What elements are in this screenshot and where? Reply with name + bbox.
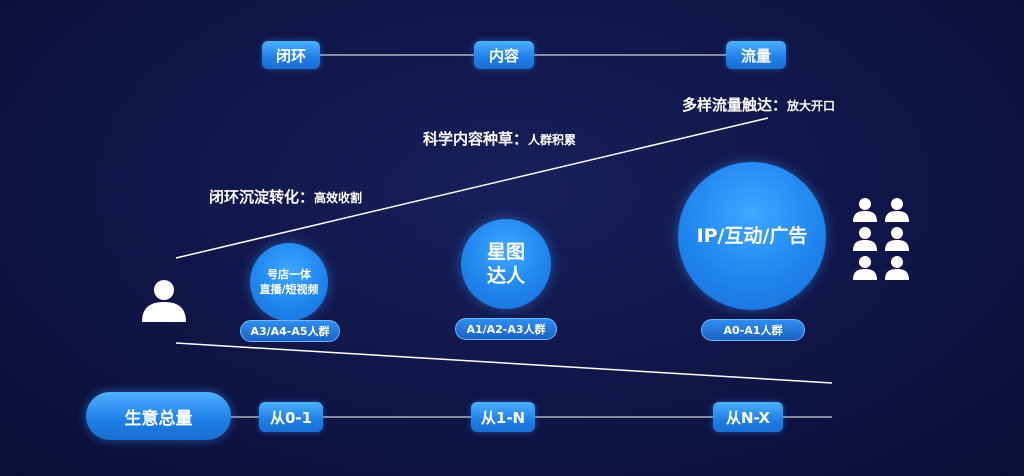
circle-xingtu-kol: 星图 达人 xyxy=(461,219,551,309)
audience-tag-a1: A1/A2-A3人群 xyxy=(455,318,557,340)
stage-title: 科学内容种草： xyxy=(423,130,529,148)
circle-store-live: 号店一体 直播/短视频 xyxy=(250,243,328,321)
stage-label-conversion: 闭环沉淀转化：高效收割 xyxy=(209,186,362,207)
stage-label-seeding: 科学内容种草：人群积累 xyxy=(423,128,576,149)
stage-title: 闭环沉淀转化： xyxy=(209,188,315,206)
step-1-to-n: 从1-N xyxy=(471,402,535,432)
funnel-upper-edge xyxy=(175,117,769,259)
audience-tag-a3: A3/A4-A5人群 xyxy=(240,320,340,342)
funnel-lower-edge xyxy=(175,342,833,384)
stage-subtitle: 高效收割 xyxy=(314,191,363,205)
circle-line2: 直播/短视频 xyxy=(259,283,319,296)
circle-ip-ads: IP/互动/广告 xyxy=(678,162,826,310)
stage-title: 多样流量触达： xyxy=(682,96,788,114)
stage-label-reach: 多样流量触达：放大开口 xyxy=(682,94,835,115)
audience-tag-a0: A0-A1人群 xyxy=(701,319,805,341)
total-business-volume: 生意总量 xyxy=(86,392,231,440)
step-0-to-1: 从0-1 xyxy=(259,402,323,432)
circle-line2: 达人 xyxy=(486,265,525,287)
stage-subtitle: 人群积累 xyxy=(528,133,577,147)
user-icon xyxy=(142,280,186,322)
phase-content: 内容 xyxy=(474,41,534,69)
phase-closed-loop: 闭环 xyxy=(262,41,320,69)
phase-traffic: 流量 xyxy=(726,41,786,69)
circle-line1: 星图 xyxy=(486,241,525,263)
circle-line1: IP/互动/广告 xyxy=(696,225,808,247)
circle-line1: 号店一体 xyxy=(267,268,311,281)
user-group-icon xyxy=(853,198,909,280)
stage-subtitle: 放大开口 xyxy=(787,99,836,113)
step-n-to-x: 从N-X xyxy=(713,402,783,432)
